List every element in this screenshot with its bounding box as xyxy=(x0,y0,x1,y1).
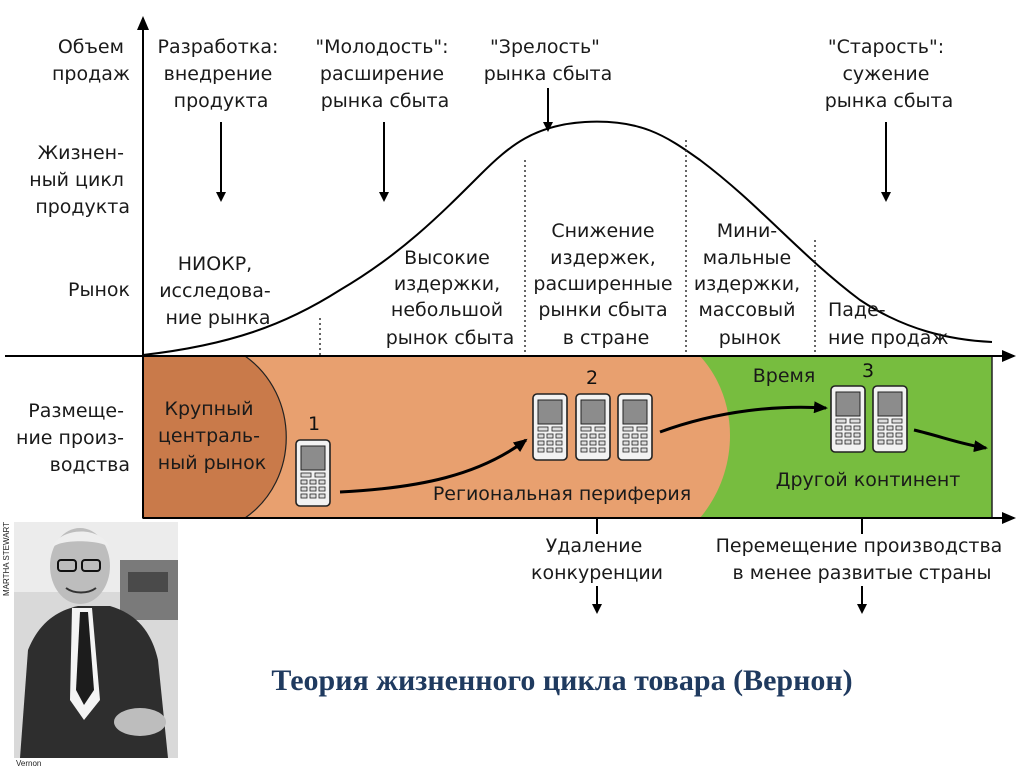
time-label: Время xyxy=(753,365,816,387)
step-1-number: 1 xyxy=(308,413,320,435)
old-age-stage-label: "Старость": сужение рынка сбыта xyxy=(825,36,954,112)
phone-icon-step3-a xyxy=(830,385,866,453)
decline-phase-label: Паде- ние продаж xyxy=(828,299,949,349)
relocation-note: Перемещение производства в менее развиты… xyxy=(716,535,1009,584)
phone-icon-step2-b xyxy=(575,393,611,461)
phone-icon-step1 xyxy=(295,439,331,507)
step-3-number: 3 xyxy=(862,360,874,382)
high-costs-phase-label: Высокие издержки, небольшой рынок сбыта xyxy=(386,247,515,349)
slide-title: Теория жизненного цикла товара (Вернон) xyxy=(271,664,852,697)
vernon-photo xyxy=(14,522,178,758)
lower-costs-phase-label: Снижение издержек, расширенные рынки сбы… xyxy=(533,220,678,349)
lifecycle-curve xyxy=(142,120,993,356)
rnd-phase-label: НИОКР, исследова- ние рынка xyxy=(159,253,277,329)
competition-note: Удаление конкуренции xyxy=(531,535,663,584)
phone-icon-step2-c xyxy=(617,393,653,461)
phone-icon-step3-b xyxy=(872,385,908,453)
phone-icon-step2-a xyxy=(532,393,568,461)
central-market-label: Крупный централь- ный рынок xyxy=(158,398,266,474)
flow-arrow-2-3 xyxy=(659,401,828,434)
phase-separators xyxy=(319,140,816,355)
other-continent-label: Другой континент xyxy=(776,469,961,491)
development-stage-label: Разработка: внедрение продукта xyxy=(158,36,285,112)
sales-volume-label: Объем продаж xyxy=(52,36,130,85)
youth-stage-label: "Молодость": расширение рынка сбыта xyxy=(315,36,454,112)
flow-arrow-3-out xyxy=(913,428,988,453)
photo-credit: MARTHA STEWART xyxy=(2,522,11,596)
placement-label: Размеще- ние произ- водства xyxy=(16,400,130,476)
central-market-zone xyxy=(142,355,287,519)
step-2-number: 2 xyxy=(586,367,598,389)
flow-arrow-1-2 xyxy=(339,438,528,494)
maturity-stage-label: "Зрелость" рынка сбыта xyxy=(484,36,613,85)
market-label: Рынок xyxy=(68,279,130,301)
min-costs-phase-label: Мини- мальные издержки, массовый рынок xyxy=(694,220,806,349)
photo-caption: Vernon xyxy=(16,759,41,768)
regional-periphery-label: Региональная периферия xyxy=(433,483,691,505)
lifecycle-label: Жизнен- ный цикл продукта xyxy=(29,142,130,218)
